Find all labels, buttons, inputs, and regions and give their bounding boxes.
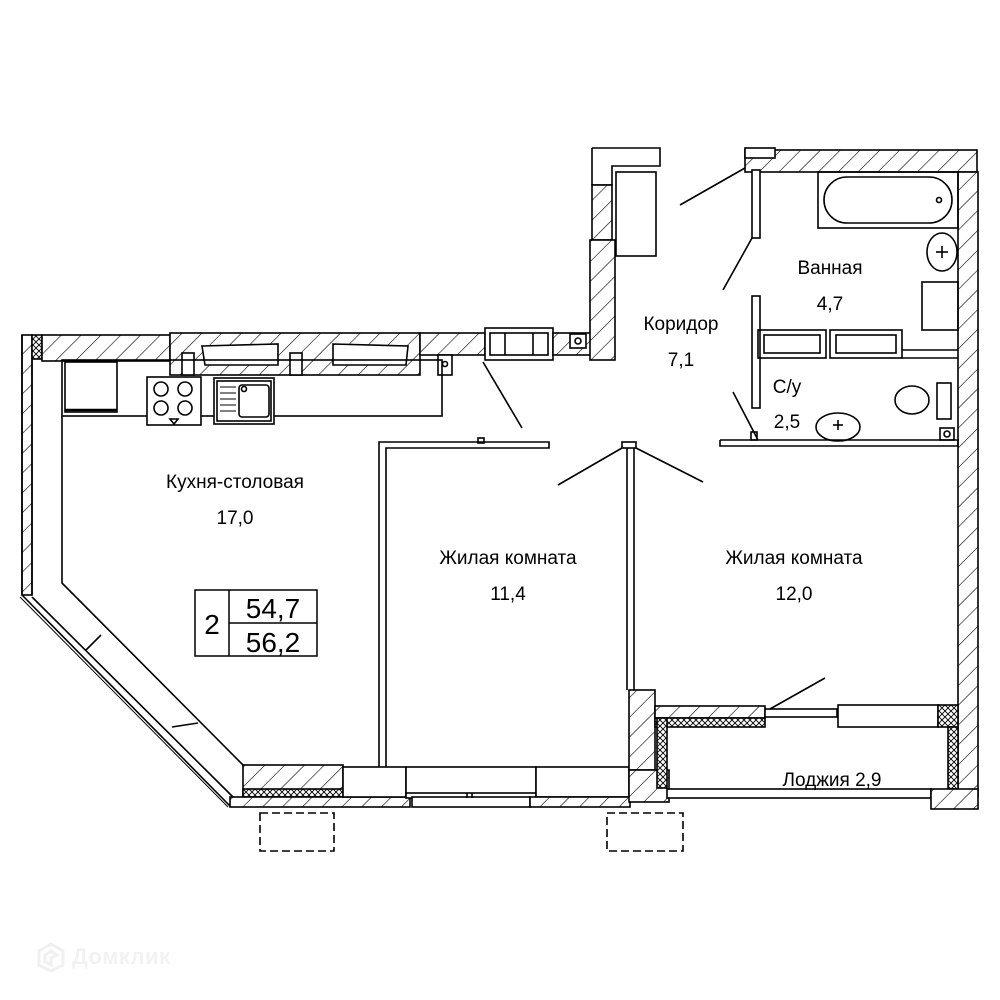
room-label-bedroom1: Жилая комната bbox=[439, 548, 577, 569]
rooms-count: 2 bbox=[204, 609, 220, 640]
room-area-bedroom1: 11,4 bbox=[490, 584, 526, 605]
stove-icon bbox=[146, 376, 202, 426]
washing-machine-icon bbox=[921, 281, 959, 331]
room-area-bathroom: 4,7 bbox=[817, 294, 843, 315]
total-area: 56,2 bbox=[246, 627, 301, 658]
window-bottom bbox=[405, 766, 631, 808]
partition-bedrooms bbox=[557, 441, 704, 803]
sink-icon bbox=[213, 377, 275, 425]
bathtub-icon bbox=[817, 171, 959, 229]
area-summary-box bbox=[194, 589, 318, 657]
insulation bbox=[242, 788, 344, 798]
room-area-wc: 2,5 bbox=[774, 412, 800, 433]
watermark: Домклик bbox=[36, 942, 171, 972]
room-label-wc: С/у bbox=[773, 377, 802, 398]
watermark-text: Домклик bbox=[72, 944, 171, 969]
room-area-corridor: 7,1 bbox=[668, 350, 694, 371]
room-label-bedroom2: Жилая комната bbox=[725, 548, 863, 569]
washbasin-icon bbox=[926, 232, 958, 272]
partition-bedroom1 bbox=[378, 361, 550, 767]
room-label-bathroom: Ванная bbox=[797, 258, 862, 279]
loggia bbox=[654, 677, 979, 810]
room-area-bedroom2: 12,0 bbox=[776, 584, 813, 605]
outer-wall-top-kitchen bbox=[41, 327, 592, 376]
corridor-walls bbox=[589, 147, 746, 361]
ac-unit-outline bbox=[259, 812, 335, 852]
outer-wall-left bbox=[21, 334, 43, 596]
bathroom-walls bbox=[719, 147, 979, 798]
house-logo-icon bbox=[37, 942, 65, 972]
room-label-loggia: Лоджия 2,9 bbox=[782, 770, 881, 791]
toilet-icon bbox=[894, 382, 952, 420]
vent-units bbox=[757, 329, 958, 359]
room-area-kitchen: 17,0 bbox=[217, 508, 254, 529]
room-label-kitchen: Кухня-столовая bbox=[166, 472, 304, 493]
ac-unit-outline-2 bbox=[606, 812, 684, 852]
toilet-sink-icon bbox=[815, 412, 861, 442]
living-area: 54,7 bbox=[246, 593, 301, 624]
outer-wall-bottom-left bbox=[229, 796, 411, 808]
room-label-corridor: Коридор bbox=[643, 314, 718, 335]
